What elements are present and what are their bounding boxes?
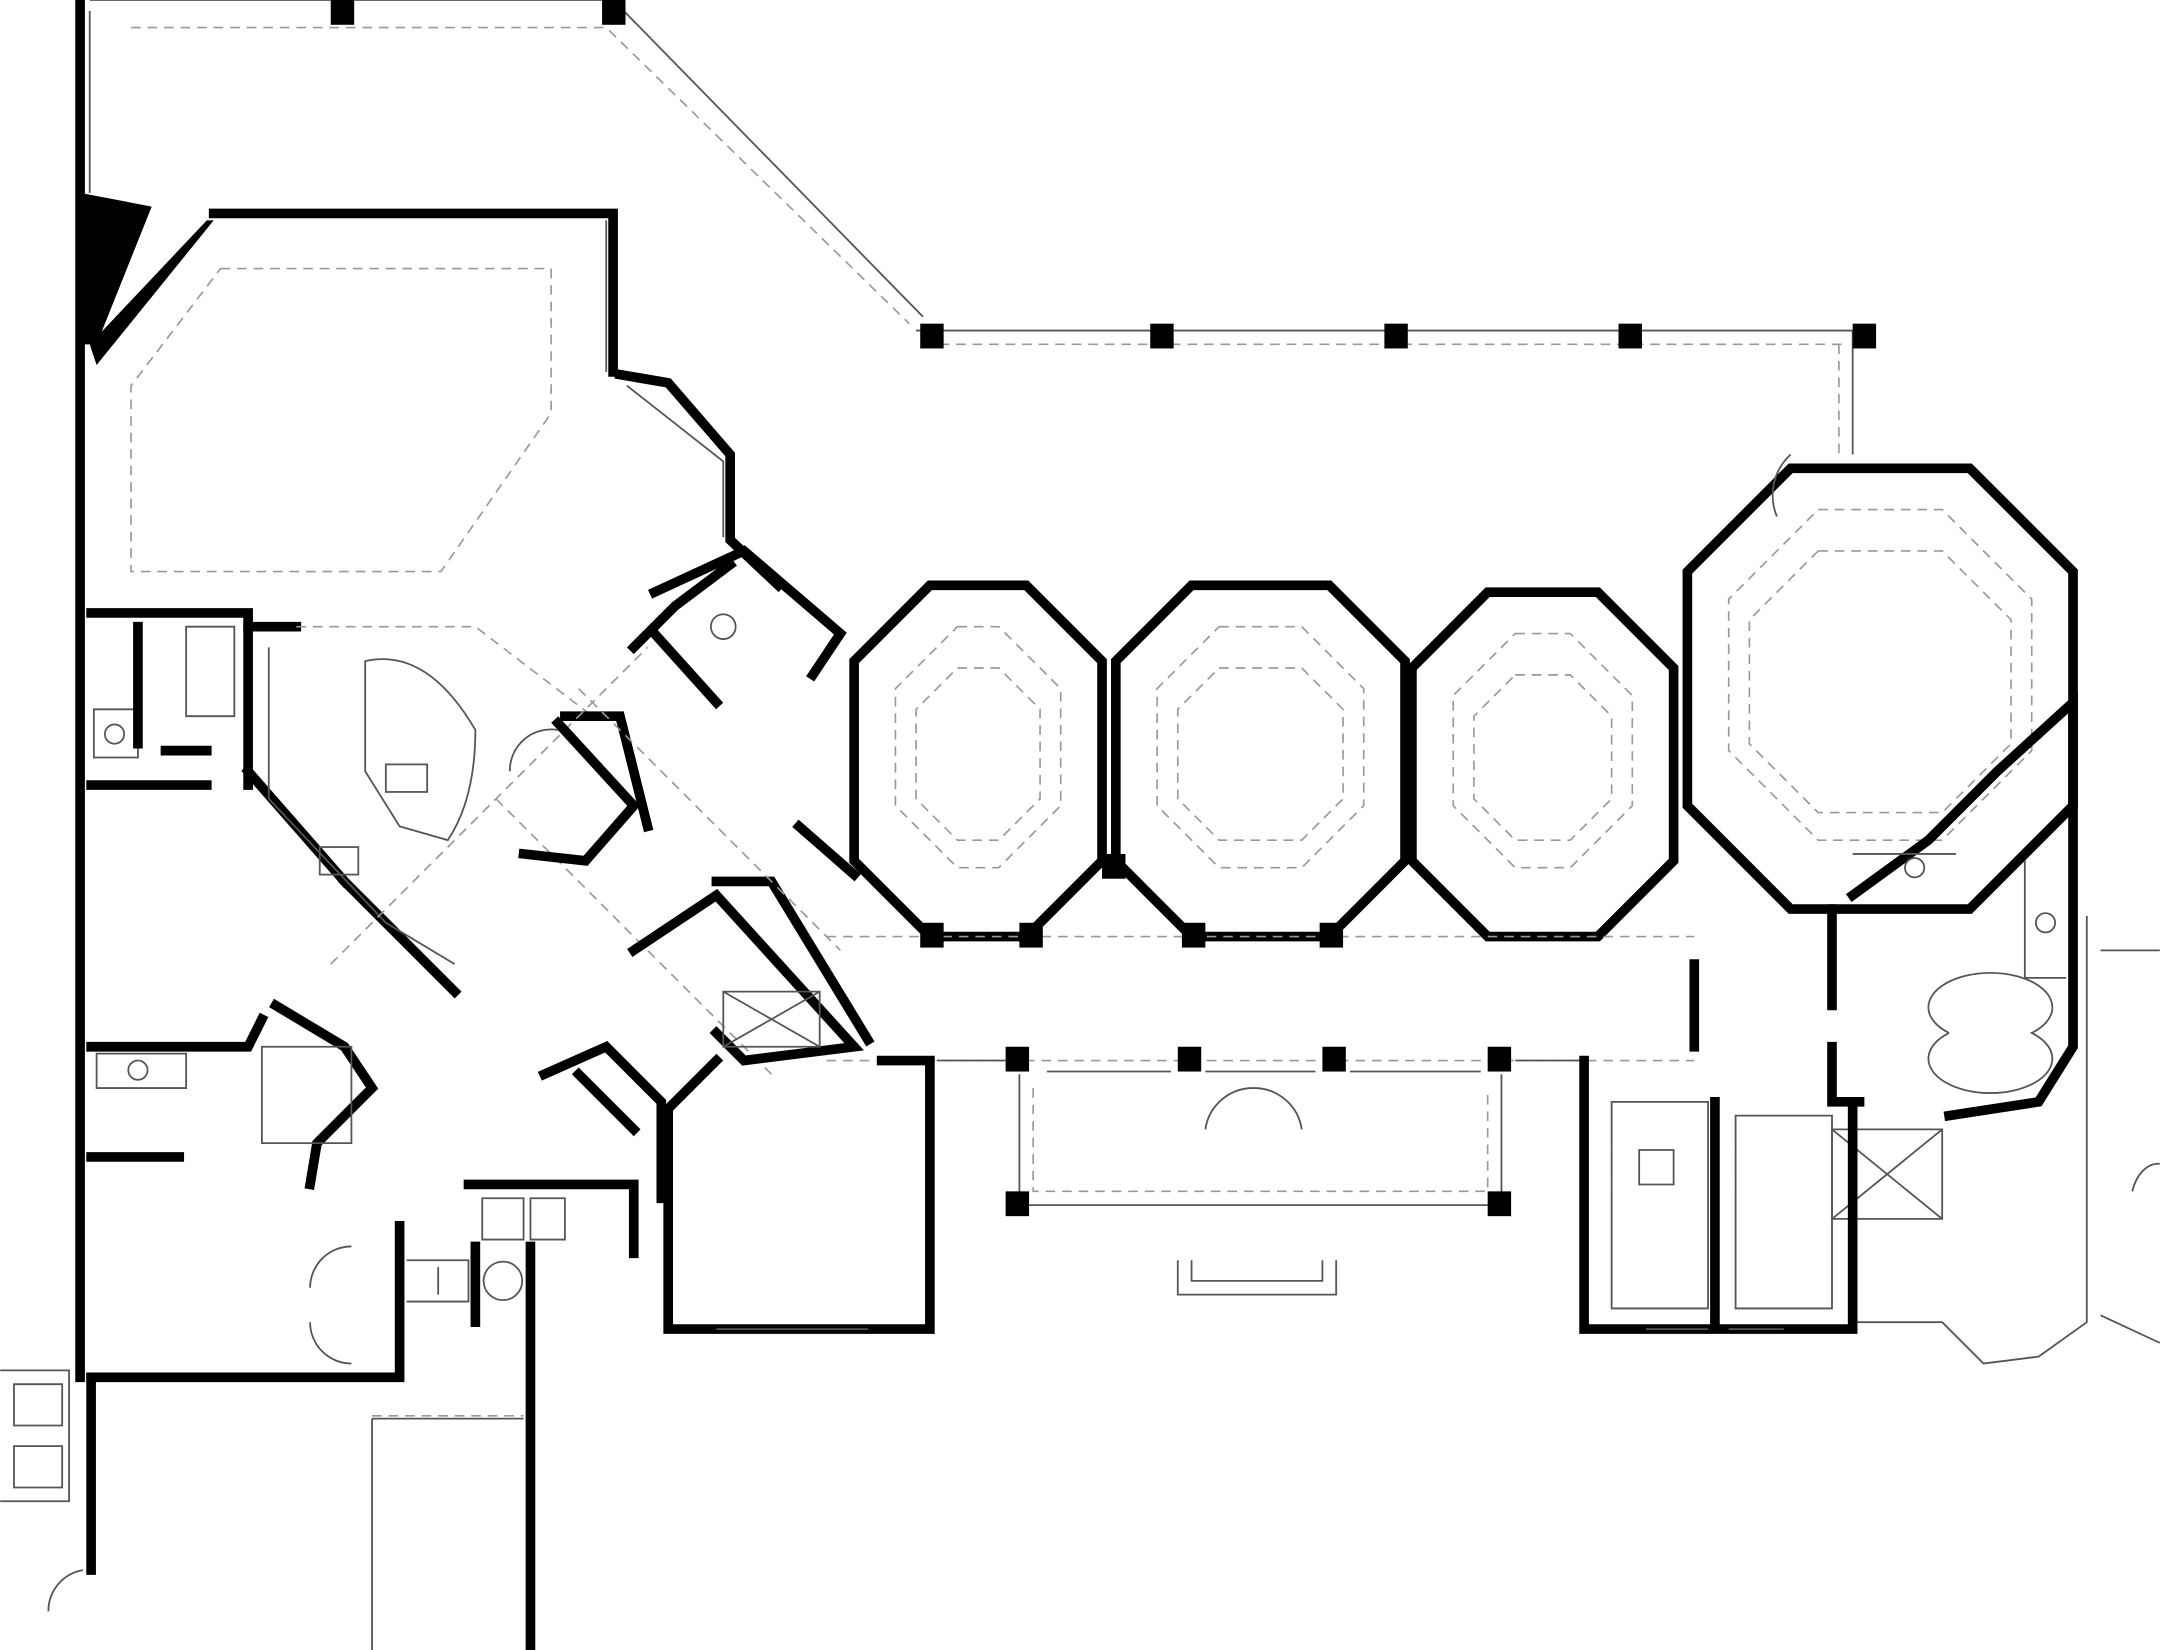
garage-roof-line	[371, 1417, 524, 1650]
column	[1150, 323, 1174, 349]
front-terrace-dash	[1032, 1088, 1489, 1193]
octagon-room-2-ceiling	[1156, 625, 1365, 869]
kitchen-counter	[267, 647, 456, 965]
column	[1005, 1191, 1030, 1217]
column	[330, 0, 355, 25]
fireplace-hearth	[1176, 1260, 1338, 1296]
column	[920, 323, 944, 349]
laundry-wall	[463, 1179, 639, 1650]
column	[1319, 922, 1344, 948]
upper-left-tub	[185, 625, 236, 718]
great-room-bay-window	[605, 220, 725, 538]
column	[602, 0, 626, 25]
kitchen-sink	[384, 763, 429, 793]
great-room-lower-wall	[86, 608, 253, 790]
master-sink	[1904, 857, 1926, 879]
column	[1181, 922, 1206, 948]
left-suite-sink	[127, 1059, 149, 1081]
master-bedroom-wall	[1682, 463, 2078, 914]
column	[1384, 323, 1408, 349]
master-bay	[1852, 915, 2160, 1365]
porch-columns	[330, 0, 1877, 1217]
loggia-windows	[936, 1059, 1585, 1073]
kitchen-prep-sink	[318, 846, 360, 876]
great-room-ceiling	[130, 267, 552, 573]
upper-left-vanity	[92, 708, 139, 759]
gallery-dash	[330, 646, 841, 1075]
pantry-door-swing	[508, 728, 559, 772]
upper-porch-outline	[88, 0, 614, 193]
master-garden-door	[1771, 453, 1792, 517]
octagon-room-1-wall	[849, 580, 1107, 942]
octagon-room-2-wall	[1110, 580, 1410, 942]
column	[1487, 1046, 1512, 1072]
gallery-wall	[560, 557, 875, 1047]
garage-equipment	[0, 1369, 70, 1503]
corner-wall-fill	[89, 220, 214, 365]
column	[1177, 1046, 1202, 1072]
column	[1322, 1046, 1346, 1072]
kitchen-island	[364, 658, 477, 842]
octagon-room-3-ceiling	[1452, 632, 1634, 869]
octagon-room-3-wall	[1407, 587, 1679, 942]
pantry-wall	[518, 716, 641, 866]
column	[920, 922, 944, 948]
column	[1102, 853, 1126, 879]
front-entry-doors	[1204, 1087, 1303, 1130]
bedroom-wall	[661, 1053, 935, 1334]
octagon-room-3-tray	[1473, 674, 1613, 841]
column	[1487, 1191, 1512, 1217]
bath-shower	[722, 990, 821, 1048]
octagon-room-2-tray	[1176, 667, 1344, 841]
loggia-corridor	[826, 935, 1695, 1062]
powder-room-wall	[647, 545, 847, 710]
rear-porch-dash	[922, 343, 1846, 455]
master-vanity	[1852, 853, 2067, 979]
right-bedroom-closet	[1610, 1100, 1833, 1310]
octagon-room-1-tray	[915, 667, 1041, 841]
master-tub	[1927, 971, 2054, 1094]
column	[1852, 323, 1877, 349]
garage-side-door	[47, 1569, 83, 1612]
rear-porch-edge	[916, 329, 1854, 455]
master-sink-2	[2034, 912, 2057, 934]
left-suite-shower	[260, 1045, 353, 1145]
upper-left-bath-wall	[133, 621, 212, 756]
front-terrace-outline	[1018, 1074, 1503, 1207]
left-suite-wall	[86, 998, 405, 1383]
right-bedroom-wall	[1579, 959, 1858, 1334]
master-bedroom-ceiling	[1727, 508, 2033, 841]
upper-left-sink	[103, 723, 126, 745]
bath-wall	[627, 888, 864, 1066]
left-suite-doors	[309, 1245, 352, 1365]
corner-wall-fill	[80, 192, 152, 345]
stairs	[406, 1259, 470, 1303]
powder-toilet	[709, 613, 737, 640]
laundry-washer	[481, 1197, 566, 1241]
column	[1005, 1046, 1030, 1072]
great-room-wall	[208, 208, 786, 593]
upper-porch-roof-line	[131, 26, 910, 325]
kitchen-ceiling	[296, 625, 593, 717]
octagon-room-1-ceiling	[894, 625, 1062, 869]
column	[1019, 922, 1043, 948]
master-bedroom-tray	[1748, 550, 2012, 814]
left-suite-vanity	[95, 1052, 188, 1089]
upper-porch-edge	[612, 0, 924, 318]
water-heater	[482, 1260, 524, 1302]
column	[1618, 323, 1642, 349]
closet-wall	[537, 1040, 667, 1204]
